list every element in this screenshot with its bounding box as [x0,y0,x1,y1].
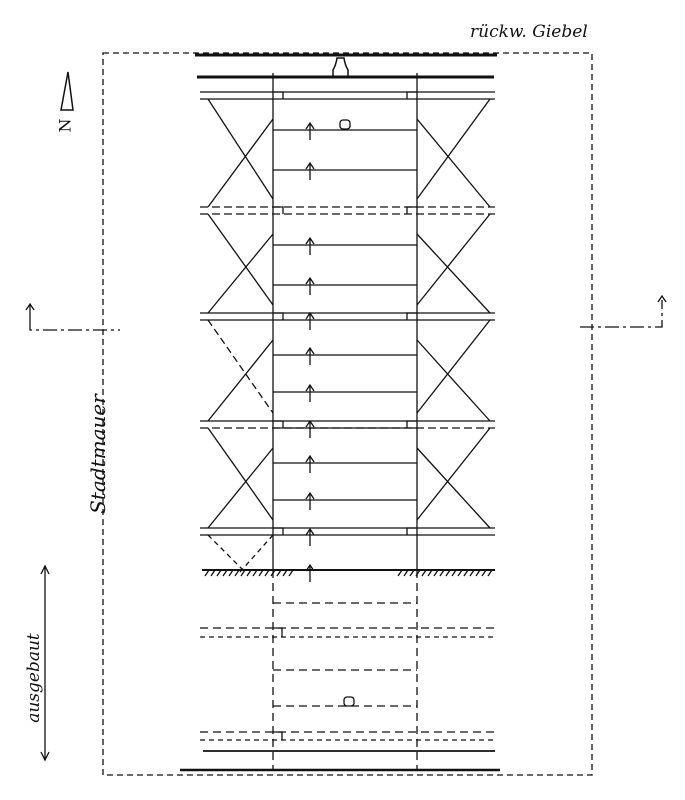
hatch [204,569,210,577]
hatch [288,569,294,577]
rear-gable-label: rückw. Giebel [470,22,588,42]
brace [416,233,491,314]
hatch [457,569,463,577]
post-bracket [406,527,417,535]
scaffold-structure [180,73,500,772]
hatch [421,569,427,577]
hatch [276,569,282,577]
direction-arrow-icon [305,563,315,582]
direction-arrow-icon [305,454,315,473]
brace [207,213,274,306]
post-bracket [406,312,417,320]
section-marker-left [25,302,120,331]
hatch [439,569,445,577]
hatch [264,569,270,577]
brace [207,427,274,521]
hatch [270,569,276,577]
brace [239,534,274,573]
brace [207,319,274,414]
direction-arrow-icon [305,236,315,255]
post-bracket [406,91,417,99]
direction-arrow-icon [305,161,315,180]
hatch [210,569,216,577]
hatch [403,569,409,577]
post-bracket [406,206,417,214]
hatch [282,569,288,577]
opening-icon [343,696,355,707]
direction-arrow-icon [305,121,315,140]
direction-arrow-icon [305,383,315,402]
hatch [445,569,451,577]
hatch [481,569,487,577]
brace [416,118,491,208]
section-marker-right [580,294,667,328]
hatch [451,569,457,577]
direction-arrow-icon [305,311,315,330]
direction-arrow-icon [305,276,315,295]
post-bracket [273,206,284,214]
hatch [415,569,421,577]
hatch [487,569,493,577]
extent-arrow-icon [40,564,50,762]
direction-arrow-icon [305,491,315,510]
post-bracket [273,731,283,740]
brace [416,427,491,521]
brace [416,98,491,200]
post-bracket [273,527,284,535]
post-bracket [273,627,283,637]
north-label: N [55,118,75,133]
rear-gable-wall [195,53,497,79]
hatch [469,569,475,577]
brace [207,534,246,573]
hatch [234,569,240,577]
opening-icon [339,119,351,130]
direction-arrow-icon [305,346,315,365]
hatch [409,569,415,577]
hatch [222,569,228,577]
direction-arrow-icon [305,419,315,438]
brace [416,339,491,422]
post-bracket [273,312,284,320]
hatch [228,569,234,577]
brace [207,339,274,422]
brace [416,447,491,529]
brace [416,213,491,306]
hatch [433,569,439,577]
hatch [397,569,403,577]
hatch [252,569,258,577]
direction-arrow-icon [305,527,315,546]
hatch [216,569,222,577]
hatch [246,569,252,577]
brace [416,319,491,414]
extended-label: ausgebaut [24,633,44,723]
post-bracket [273,420,284,428]
post-bracket [273,91,284,99]
brace [207,118,274,208]
property-boundary [102,52,593,776]
hatch [463,569,469,577]
hatch [258,569,264,577]
brace [207,233,274,314]
post-bracket [406,420,417,428]
hatch [475,569,481,577]
north-arrow-icon [60,71,74,111]
city-wall-label: Stadtmauer [86,394,110,514]
hatch [240,569,246,577]
brace [207,98,274,200]
brace [207,447,274,529]
hatch [427,569,433,577]
